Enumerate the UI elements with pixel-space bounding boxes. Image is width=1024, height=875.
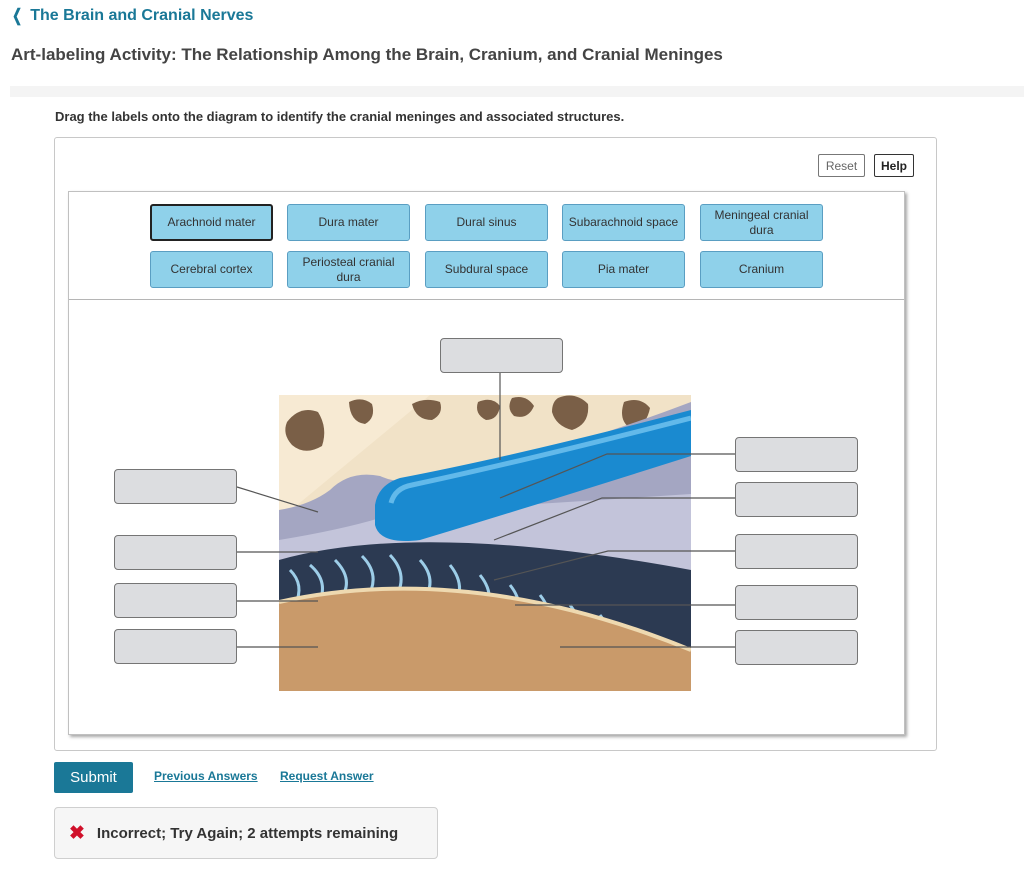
back-link-label: The Brain and Cranial Nerves [30, 7, 254, 24]
drop-target[interactable] [735, 482, 858, 517]
label-chip-periosteal-cranial-dura[interactable]: Periosteal cranial dura [287, 251, 410, 288]
feedback-message: Incorrect; Try Again; 2 attempts remaini… [96, 824, 399, 842]
reset-button[interactable]: Reset [818, 154, 865, 177]
label-chip-cerebral-cortex[interactable]: Cerebral cortex [150, 251, 273, 288]
x-icon: ✖ [69, 822, 85, 844]
drop-target[interactable] [114, 535, 237, 570]
help-button[interactable]: Help [874, 154, 914, 177]
previous-answers-link[interactable]: Previous Answers [154, 769, 258, 783]
page-title: Art-labeling Activity: The Relationship … [11, 45, 723, 64]
drop-target[interactable] [735, 534, 858, 569]
drop-target[interactable] [114, 583, 237, 618]
drop-target[interactable] [440, 338, 563, 373]
drop-target[interactable] [735, 437, 858, 472]
label-chip-meningeal-cranial-dura[interactable]: Meningeal cranial dura [700, 204, 823, 241]
label-chip-pia-mater[interactable]: Pia mater [562, 251, 685, 288]
feedback-box: ✖ Incorrect; Try Again; 2 attempts remai… [54, 807, 438, 859]
label-chip-arachnoid-mater[interactable]: Arachnoid mater [150, 204, 273, 241]
label-chip-dura-mater[interactable]: Dura mater [287, 204, 410, 241]
drop-target[interactable] [114, 469, 237, 504]
label-chip-dural-sinus[interactable]: Dural sinus [425, 204, 548, 241]
drop-target[interactable] [114, 629, 237, 664]
label-chip-subarachnoid-space[interactable]: Subarachnoid space [562, 204, 685, 241]
label-bank: Arachnoid mater Dura mater Dural sinus S… [69, 192, 904, 300]
drop-target[interactable] [735, 585, 858, 620]
request-answer-link[interactable]: Request Answer [280, 769, 374, 783]
chevron-left-icon: ❮ [12, 6, 23, 25]
submit-button[interactable]: Submit [54, 762, 133, 793]
instructions: Drag the labels onto the diagram to iden… [55, 109, 625, 124]
drop-target[interactable] [735, 630, 858, 665]
back-link[interactable]: ❮ The Brain and Cranial Nerves [10, 6, 253, 26]
label-chip-cranium[interactable]: Cranium [700, 251, 823, 288]
header-divider [10, 86, 1024, 97]
label-chip-subdural-space[interactable]: Subdural space [425, 251, 548, 288]
